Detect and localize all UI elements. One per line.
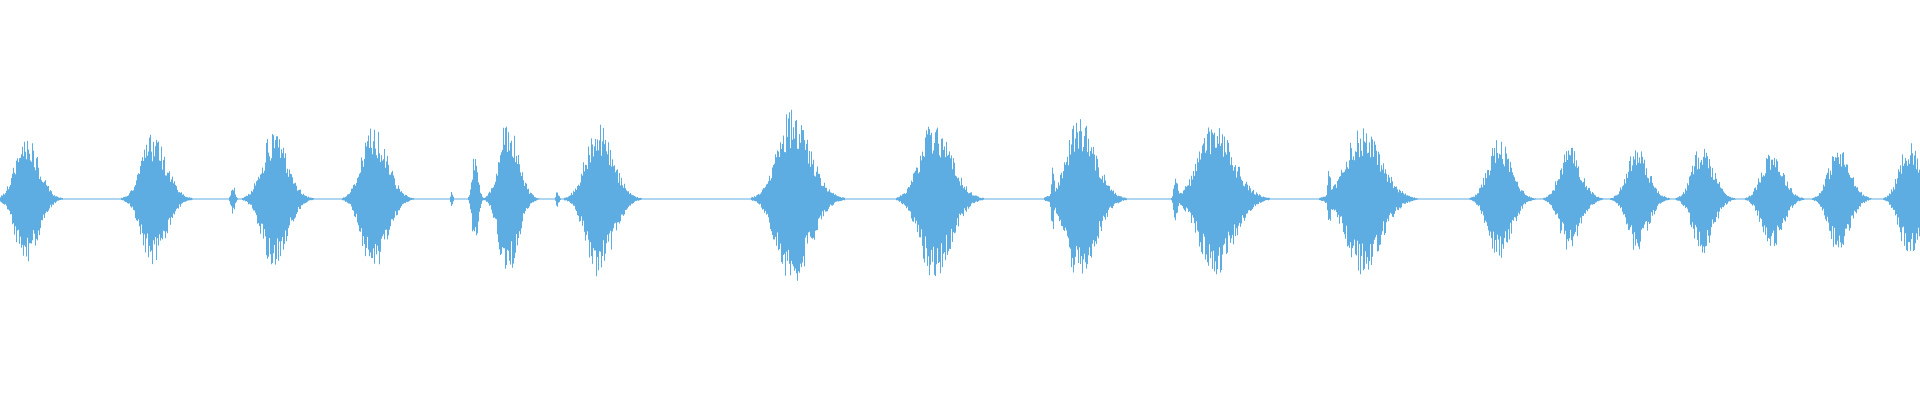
waveform-path <box>0 109 1920 281</box>
